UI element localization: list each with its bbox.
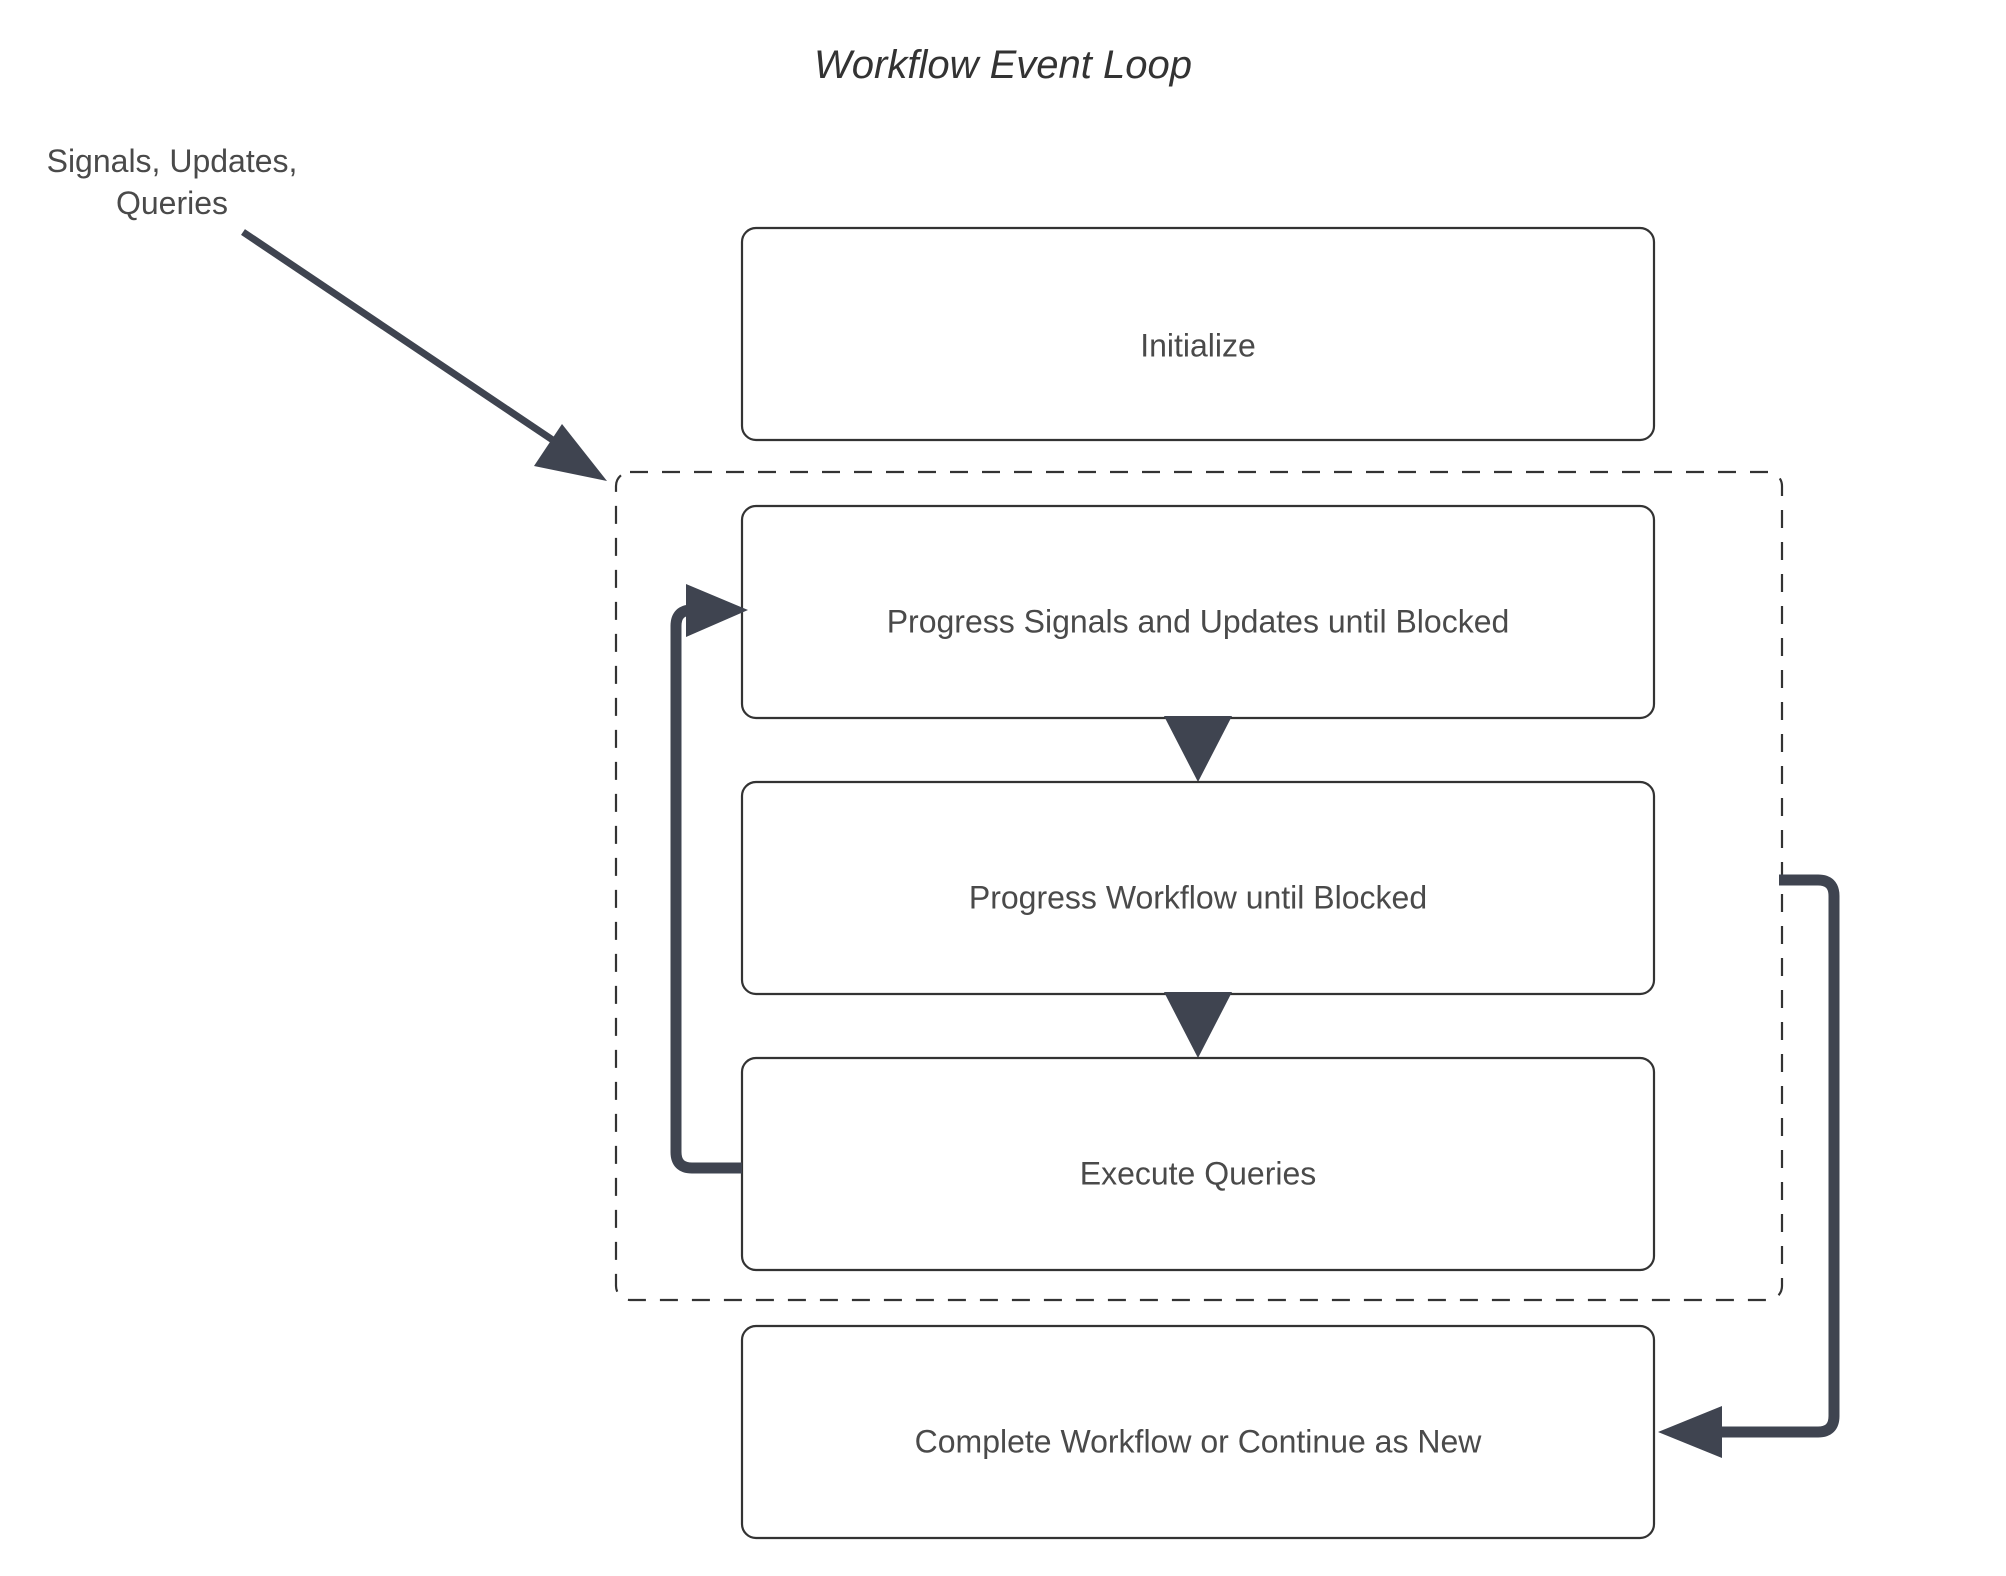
external-input-label-line1: Signals, Updates,	[47, 143, 298, 179]
diagram-title: Workflow Event Loop	[814, 43, 1192, 87]
node-initialize[interactable]: Initialize	[740, 226, 1656, 442]
node-initialize-label: Initialize	[1140, 327, 1256, 363]
arrow-head-progress-workflow	[1164, 716, 1232, 782]
node-complete-workflow-label: Complete Workflow or Continue as New	[915, 1423, 1483, 1459]
arrow-head-loop-back	[686, 584, 748, 637]
node-complete-workflow-box[interactable]	[740, 1324, 1656, 1540]
node-complete-workflow[interactable]: Complete Workflow or Continue as New	[740, 1324, 1656, 1540]
edge-group-to-complete-workflow	[1658, 874, 1840, 1458]
node-progress-workflow-label: Progress Workflow until Blocked	[969, 879, 1427, 915]
arrow-head-external-input	[534, 424, 607, 481]
node-execute-queries[interactable]: Execute Queries	[740, 1056, 1656, 1272]
edge-external-input-to-group	[241, 229, 607, 481]
node-progress-signals-label: Progress Signals and Updates until Block…	[887, 603, 1510, 639]
edge-progress-signals-to-progress-workflow	[1164, 716, 1232, 782]
node-progress-workflow[interactable]: Progress Workflow until Blocked	[740, 780, 1656, 996]
node-progress-signals[interactable]: Progress Signals and Updates until Block…	[740, 504, 1656, 720]
node-execute-queries-label: Execute Queries	[1080, 1155, 1317, 1191]
external-input-label-line2: Queries	[116, 185, 228, 221]
arrow-head-complete-workflow	[1658, 1406, 1722, 1458]
node-initialize-box[interactable]	[740, 226, 1656, 442]
edge-execute-queries-to-progress-signals	[670, 584, 748, 1174]
arrow-head-execute-queries	[1164, 992, 1232, 1058]
edge-progress-workflow-to-execute-queries	[1164, 992, 1232, 1058]
